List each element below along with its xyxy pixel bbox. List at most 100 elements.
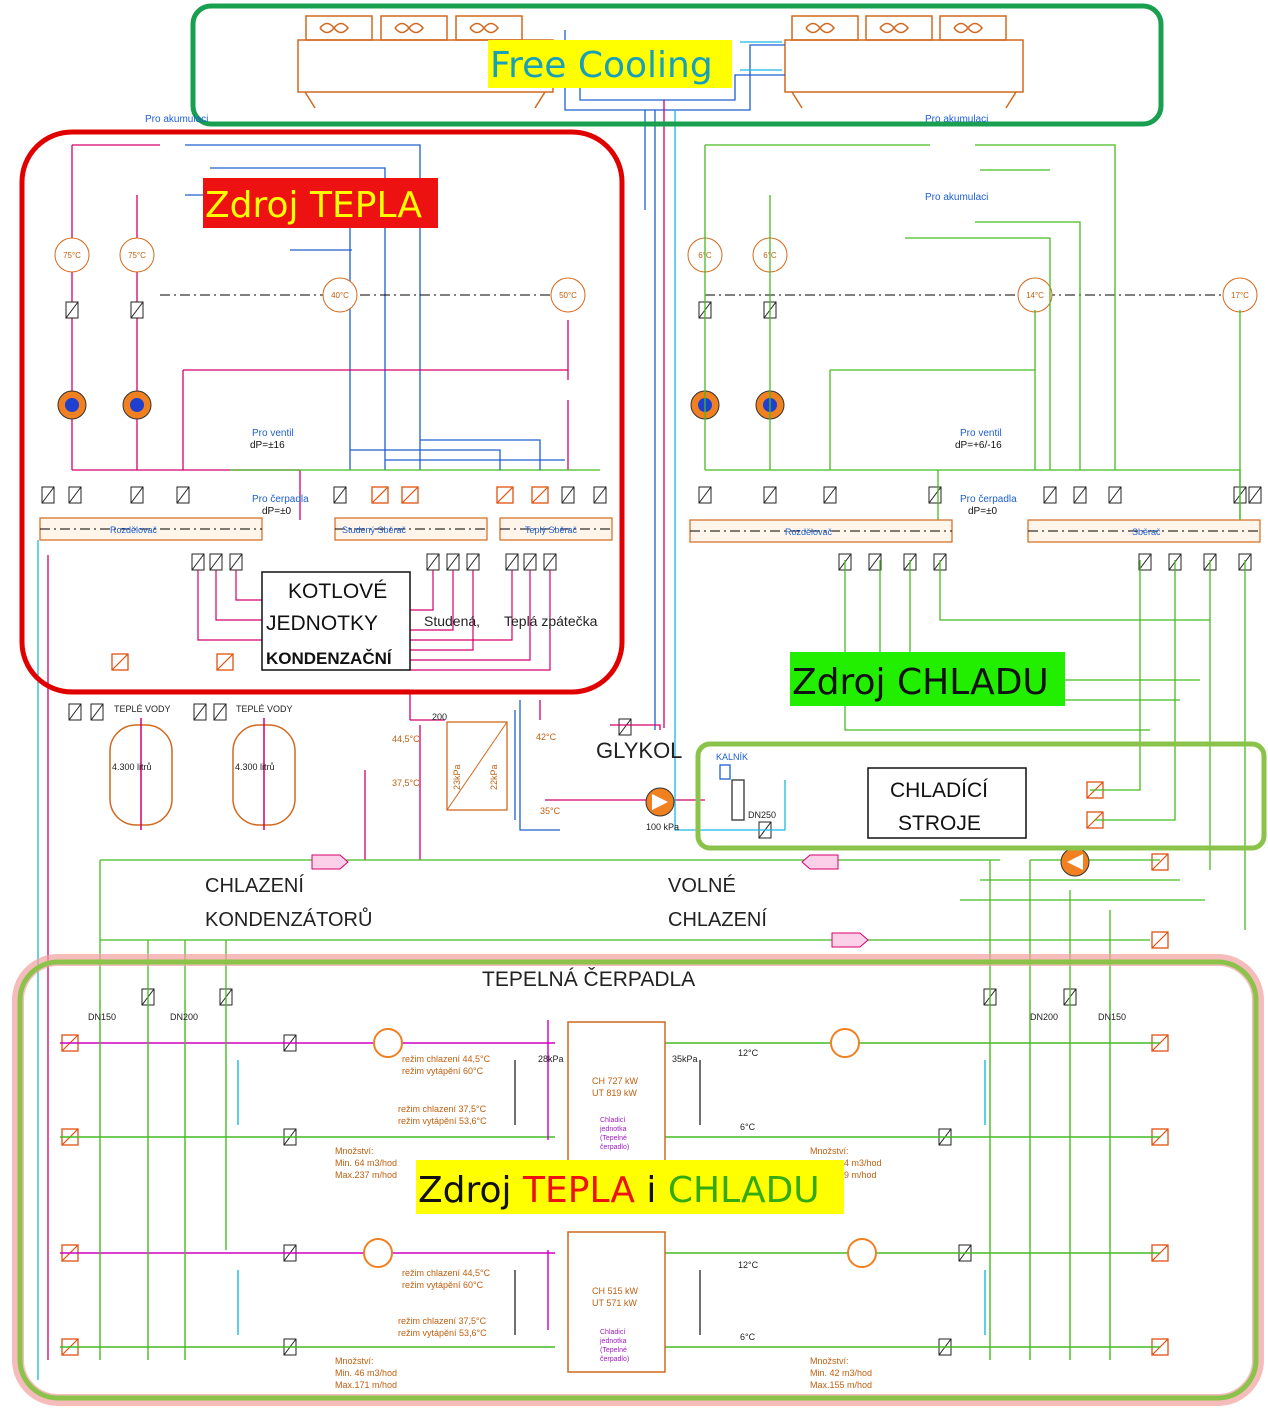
t-12-b: 12°C — [738, 1260, 759, 1270]
hp2-label-1: Chladicí — [600, 1329, 625, 1336]
tank-labels: TEPLÉ VODY TEPLÉ VODY 4.300 litrů 4.300 … — [112, 704, 293, 772]
max171: Max.171 m/hod — [335, 1380, 397, 1390]
min-r1: 4 m3/hod — [844, 1158, 882, 1168]
mnozstvi-1: Množství: — [335, 1146, 374, 1156]
tank-1-title: TEPLÉ VODY — [114, 704, 171, 714]
control-box-diagonal — [496, 486, 514, 504]
valve-box-diagonal — [130, 486, 144, 504]
valve-box-diagonal — [1138, 553, 1152, 571]
valve-box-diagonal — [1248, 486, 1262, 504]
temp-circle-h2 — [119, 237, 155, 273]
cooling-pump — [1060, 847, 1090, 877]
condenser-cooling-label-2: KONDENZÁTORŮ — [205, 907, 372, 931]
hp2-label-3: (Tepelné — [600, 1347, 627, 1354]
valve-box-diagonal — [213, 703, 227, 721]
valve-box-diagonal — [68, 486, 82, 504]
rezim-2a: režim chlazení 37,5°C — [398, 1104, 487, 1114]
t-44-5: 44,5°C — [392, 734, 420, 744]
glycol-pump — [645, 787, 675, 817]
free-cooling-text-2: CHLAZENÍ — [668, 908, 767, 931]
temp-circle-h4 — [550, 277, 586, 313]
rezim-3b: režim vytápění 60°C — [402, 1280, 484, 1290]
rezim-4b: režim vytápění 53,6°C — [398, 1328, 487, 1338]
hp-unit-labels: Chladicí jednotka (Tepelné čerpadlo) Chl… — [599, 1117, 629, 1363]
valve-box-diagonal — [593, 486, 607, 504]
hp2-label-2: jednotka — [599, 1338, 627, 1345]
accumulation-label-3: Pro akumulaci — [925, 192, 988, 203]
kpa-23: 23kPa — [452, 764, 462, 790]
kpa-22: 22kPa — [489, 764, 499, 790]
middle-piping — [68, 689, 1205, 1000]
control-box-diagonal — [1151, 853, 1169, 871]
mnozstvi-2: Množství: — [810, 1146, 849, 1156]
tank-1-volume: 4.300 litrů — [112, 762, 152, 772]
pump-label-right: Pro čerpadla — [960, 494, 1017, 505]
t-6-b: 6°C — [740, 1332, 756, 1342]
kpa-28: 28kPa — [538, 1054, 564, 1064]
tank-2-volume: 4.300 litrů — [235, 762, 275, 772]
valve-box-diagonal — [523, 553, 537, 571]
orange-annotations: 44,5°C 37,5°C 42°C 35°C 200 100 kPa DN25… — [88, 712, 1126, 1390]
pump-dp-right: dP=±0 — [968, 506, 998, 517]
exchanger-kpa: 23kPa 22kPa — [452, 764, 499, 790]
hp1-label-3: (Tepelné — [600, 1135, 627, 1142]
valve-box-diagonal — [446, 553, 460, 571]
dn200-right: DN200 — [1030, 1012, 1058, 1022]
glycol-exchanger — [446, 721, 508, 811]
ut819: UT 819 kW — [592, 1088, 637, 1098]
ch515: CH 515 kW — [592, 1286, 639, 1296]
valve-label-right: Pro ventil — [960, 428, 1002, 439]
control-box-diagonal — [216, 653, 234, 671]
heat-source-frame — [19, 129, 625, 695]
heat-pump-piping — [60, 1000, 1160, 1360]
header-label-2: Studený Sběrač — [342, 525, 407, 535]
cold-return-label: Studená, — [424, 613, 480, 629]
temp-value-h3: 40°C — [331, 291, 349, 300]
tank-2-title: TEPLÉ VODY — [236, 704, 293, 714]
mnozstvi-3: Množství: — [335, 1356, 374, 1366]
mixed-source-label: Zdroj TEPLA i CHLADU — [418, 1170, 820, 1211]
condenser-cooling-label-1: CHLAZENÍ — [205, 874, 304, 897]
dn150-left: DN150 — [88, 1012, 116, 1022]
valve-box-diagonal — [618, 718, 632, 736]
dry-cooler-right — [784, 15, 1024, 109]
boiler-box-line3: KONDENZAČNÍ — [266, 649, 393, 668]
heat-source-label-bg — [203, 178, 438, 228]
valve-box-diagonal — [868, 553, 882, 571]
dn250: DN250 — [748, 810, 776, 820]
header-label-4: Rozdělovač — [785, 527, 833, 537]
t-42: 42°C — [536, 732, 557, 742]
valve-box-diagonal — [505, 553, 519, 571]
mixed-chladu: CHLADU — [668, 1170, 820, 1211]
kalnik-label: KALNÍK — [716, 752, 748, 762]
temp-circle-h1 — [54, 237, 90, 273]
free-cooling-piping — [564, 30, 785, 730]
valve-box-diagonal — [90, 703, 104, 721]
min42: Min. 42 m3/hod — [810, 1368, 872, 1378]
heat-source-label: Zdroj TEPLA — [205, 185, 422, 226]
valve-box-diagonal — [928, 486, 942, 504]
temp-value-c4: 17°C — [1231, 291, 1249, 300]
t-35: 35°C — [540, 806, 561, 816]
kalnik — [719, 764, 745, 821]
mixed-source-label-bg — [416, 1160, 844, 1214]
dn200-left: DN200 — [170, 1012, 198, 1022]
rezim-3a: režim chlazení 44,5°C — [402, 1268, 491, 1278]
valve-dp-right: dP=+6/-16 — [955, 440, 1002, 451]
pump-dp-left: dP=±0 — [262, 506, 292, 517]
valve-box-diagonal — [426, 553, 440, 571]
heat-pumps-frame — [17, 959, 1259, 1401]
heat-pump-circulators — [363, 1028, 877, 1268]
free-cooling-text-1: VOLNÉ — [668, 874, 736, 897]
mixed-tepla: TEPLA — [522, 1170, 635, 1211]
header-label-1: Rozdělovač — [110, 525, 158, 535]
hp1-label-1: Chladicí — [600, 1117, 625, 1124]
free-cooling-label-bg — [488, 40, 732, 88]
valve-box-diagonal — [1073, 486, 1087, 504]
temp-value-h2: 75°C — [128, 251, 146, 260]
free-cooling-label: Free Cooling — [490, 45, 713, 86]
max-r1: 9 m/hod — [844, 1170, 877, 1180]
